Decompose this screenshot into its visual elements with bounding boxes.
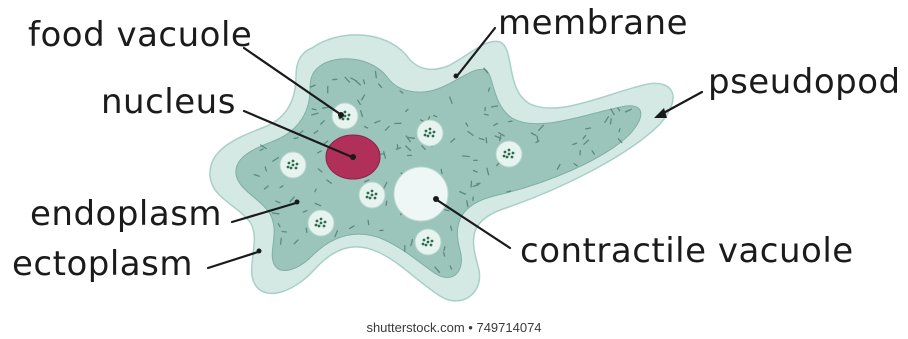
label-nucleus: nucleus: [101, 82, 236, 122]
leader-ectoplasm-dot: [257, 249, 262, 254]
label-endoplasm: endoplasm: [30, 194, 222, 234]
leader-ectoplasm: [208, 252, 258, 268]
label-membrane: membrane: [498, 3, 688, 43]
food-vacuole: [332, 103, 358, 129]
food-vacuole: [308, 210, 334, 236]
granule: [368, 220, 369, 224]
image-credit: shutterstock.com • 749714074: [366, 320, 541, 335]
granule: [611, 119, 612, 124]
leader-food-vacuole-dot: [338, 112, 344, 118]
label-pseudopod: pseudopod: [708, 62, 901, 102]
food-vacuole: [280, 152, 306, 178]
granule: [445, 210, 449, 211]
granule: [281, 238, 282, 244]
granule: [586, 128, 591, 129]
leader-nucleus-dot: [350, 154, 356, 160]
granule: [376, 71, 377, 77]
leader-membrane-dot: [454, 74, 459, 79]
granule: [477, 183, 480, 184]
granule: [272, 213, 279, 214]
granule: [492, 106, 498, 107]
granule: [463, 156, 470, 157]
granule: [509, 121, 512, 122]
granule: [485, 114, 489, 115]
granule: [294, 138, 298, 139]
food-vacuole: [496, 141, 522, 167]
leader-endoplasm-dot: [295, 200, 300, 205]
food-vacuole: [415, 229, 441, 255]
label-contractile-vacuole: contractile vacuole: [520, 231, 854, 271]
label-ectoplasm: ectoplasm: [12, 244, 193, 284]
granule: [306, 228, 307, 232]
granule: [386, 201, 387, 205]
granule: [441, 169, 442, 173]
granule: [282, 232, 286, 233]
contractile-vacuole-shape: [394, 167, 448, 221]
label-food-vacuole: food vacuole: [28, 15, 252, 55]
food-vacuole: [417, 120, 443, 146]
granule: [408, 137, 415, 138]
granule: [471, 181, 472, 187]
food-vacuole: [359, 182, 385, 208]
leader-contractile-vacuole-dot: [433, 196, 439, 202]
